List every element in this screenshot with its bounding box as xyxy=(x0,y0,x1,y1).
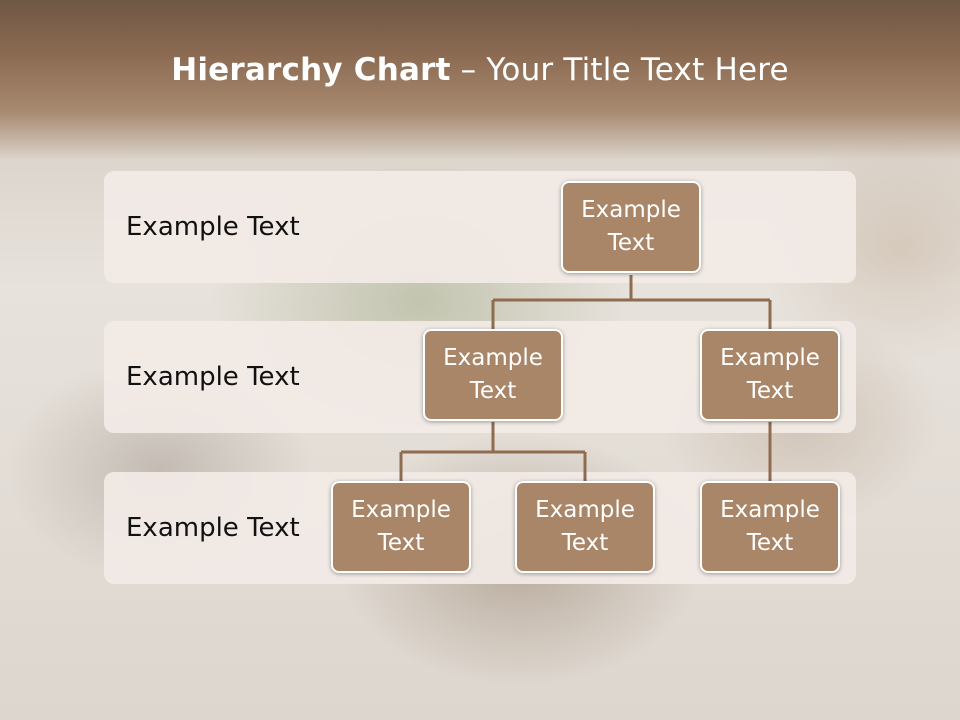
node-root[interactable]: Example Text xyxy=(561,181,701,273)
node-mid-left[interactable]: Example Text xyxy=(423,329,563,421)
node-mid-right-label: Example Text xyxy=(720,345,820,404)
connector-midleft-to-leaves xyxy=(399,422,587,482)
node-leaf-3[interactable]: Example Text xyxy=(700,481,840,573)
title-rest: – Your Title Text Here xyxy=(450,52,789,88)
level-label-3: Example Text xyxy=(126,513,300,543)
node-mid-right[interactable]: Example Text xyxy=(700,329,840,421)
node-leaf-2-label: Example Text xyxy=(535,497,635,556)
node-root-label: Example Text xyxy=(581,197,681,256)
title-bold: Hierarchy Chart xyxy=(171,52,451,88)
node-leaf-1-label: Example Text xyxy=(351,497,451,556)
node-leaf-3-label: Example Text xyxy=(720,497,820,556)
node-leaf-2[interactable]: Example Text xyxy=(515,481,655,573)
node-mid-left-label: Example Text xyxy=(443,345,543,404)
level-label-1: Example Text xyxy=(126,212,300,242)
level-band-1 xyxy=(104,171,856,283)
node-leaf-1[interactable]: Example Text xyxy=(331,481,471,573)
connector-root-to-mid xyxy=(491,275,772,330)
slide-title: Hierarchy Chart – Your Title Text Here xyxy=(0,52,960,88)
title-band xyxy=(0,0,960,160)
level-label-2: Example Text xyxy=(126,362,300,392)
